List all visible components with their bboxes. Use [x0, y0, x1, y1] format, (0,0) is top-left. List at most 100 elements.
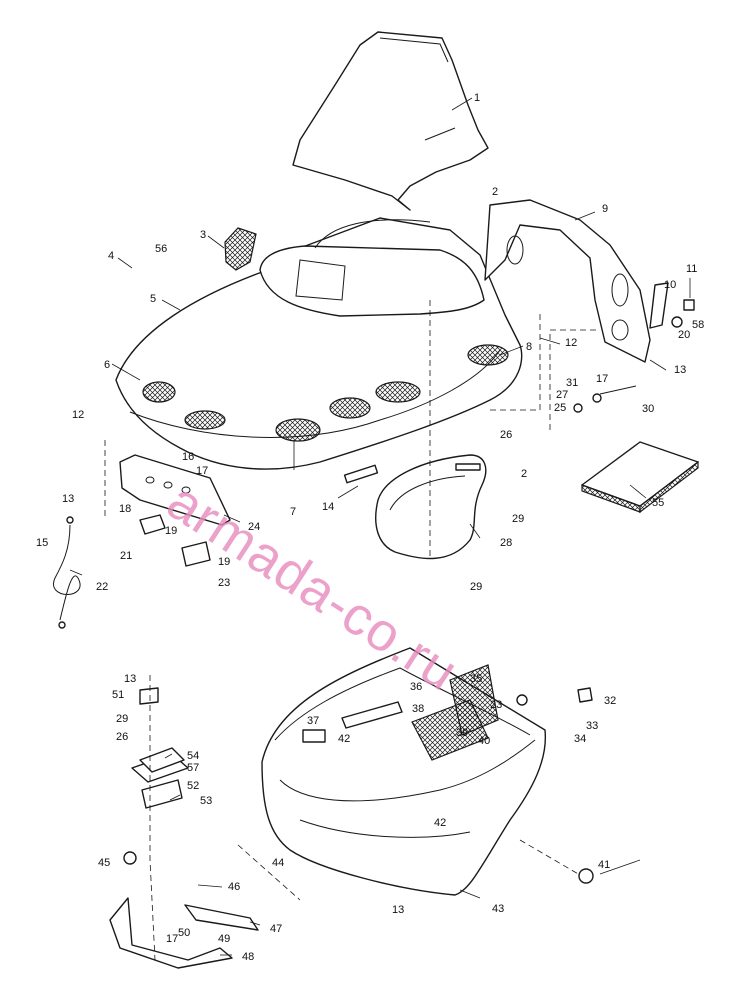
callout-28: 28 [500, 537, 512, 549]
callout-58: 58 [692, 319, 704, 331]
callout-8: 8 [526, 341, 532, 353]
callout-18: 18 [119, 503, 131, 515]
callout-48: 48 [242, 951, 254, 963]
callout-47: 47 [270, 923, 282, 935]
callout-17: 17 [596, 373, 608, 385]
callout-10: 10 [664, 279, 676, 291]
callout-35: 35 [470, 673, 482, 685]
callout-43: 43 [492, 903, 504, 915]
deflector-assembly-part [109, 897, 259, 969]
callout-26: 26 [500, 429, 512, 441]
hood-vent-grille [184, 410, 226, 430]
callout-17: 17 [166, 933, 178, 945]
side-panel-slab-part [581, 441, 699, 514]
assembly-guide-lines [104, 300, 600, 961]
belly-pan-part [261, 647, 547, 896]
callout-27: 27 [556, 389, 568, 401]
latch-32-part [577, 687, 593, 703]
callout-12: 12 [565, 337, 577, 349]
callout-19: 19 [165, 525, 177, 537]
callout-13: 13 [124, 673, 136, 685]
callout-42: 42 [434, 817, 446, 829]
callout-23: 23 [218, 577, 230, 589]
pad-54-part [139, 747, 185, 773]
callout-41: 41 [598, 859, 610, 871]
callout-9: 9 [602, 203, 608, 215]
cable-eyelet [58, 621, 66, 629]
callout-40: 40 [478, 735, 490, 747]
hood-part [115, 217, 523, 470]
callout-13: 13 [392, 904, 404, 916]
callout-44: 44 [272, 857, 284, 869]
cable-eyelet [66, 516, 74, 524]
rivet-part [683, 299, 695, 311]
windshield-part [292, 31, 489, 211]
callout-leader-lines [69, 97, 691, 956]
callout-22: 22 [96, 581, 108, 593]
callout-42: 42 [338, 733, 350, 745]
callout-56: 56 [155, 243, 167, 255]
callout-33: 33 [586, 720, 598, 732]
callout-1: 1 [474, 92, 480, 104]
hood-vent-grille [329, 397, 371, 419]
callout-51: 51 [112, 689, 124, 701]
callout-37: 37 [307, 715, 319, 727]
hood-vent-grille [275, 418, 321, 442]
callout-52: 52 [187, 780, 199, 792]
callout-38: 38 [412, 703, 424, 715]
callout-49: 49 [218, 933, 230, 945]
callout-15: 15 [36, 537, 48, 549]
strip-36-part [341, 701, 403, 729]
side-panel-part [484, 199, 651, 363]
callout-50: 50 [178, 927, 190, 939]
callout-34: 34 [574, 733, 586, 745]
clip-45-part [123, 851, 137, 865]
callout-53: 53 [200, 795, 212, 807]
deflector-35-part [449, 664, 499, 736]
callout-6: 6 [104, 359, 110, 371]
plug-41-part [578, 868, 594, 884]
callout-12: 12 [72, 409, 84, 421]
left-bracket-part [119, 454, 231, 526]
tether-cable-part [53, 524, 81, 621]
callout-32: 32 [604, 695, 616, 707]
callout-4: 4 [108, 250, 114, 262]
block-52-part [141, 779, 183, 809]
callout-29: 29 [512, 513, 524, 525]
callout-54: 54 [187, 750, 199, 762]
side-vent-grille [224, 227, 257, 271]
clamp-part [181, 541, 211, 567]
callout-26: 26 [116, 731, 128, 743]
callout-31: 31 [566, 377, 578, 389]
bushing-part [592, 393, 602, 403]
latch-bracket-part [649, 282, 669, 329]
callout-25: 25 [554, 402, 566, 414]
callout-5: 5 [150, 293, 156, 305]
hood-vent-grille [142, 381, 176, 403]
callout-14: 14 [322, 501, 334, 513]
callout-30: 30 [642, 403, 654, 415]
callout-labels: 1 2 2 3 4 5 6 7 8 9 10 11 12 12 13 13 13… [36, 92, 704, 963]
grommet-23-part [516, 694, 528, 706]
callout-29: 29 [116, 713, 128, 725]
callout-39: 39 [456, 727, 468, 739]
clamp-part [139, 514, 166, 535]
washer-part [573, 403, 583, 413]
callout-46: 46 [228, 881, 240, 893]
callout-23: 23 [490, 699, 502, 711]
callout-13: 13 [674, 364, 686, 376]
air-box-part [375, 454, 487, 560]
callout-55: 55 [652, 497, 664, 509]
callout-7: 7 [290, 506, 296, 518]
callout-2: 2 [521, 468, 527, 480]
callout-3: 3 [200, 229, 206, 241]
trim-strip-part [343, 464, 379, 484]
callout-2: 2 [492, 186, 498, 198]
callout-45: 45 [98, 857, 110, 869]
callout-19: 19 [218, 556, 230, 568]
callout-57: 57 [187, 762, 199, 774]
callout-20: 20 [678, 329, 690, 341]
bracket-51-part [139, 687, 159, 705]
